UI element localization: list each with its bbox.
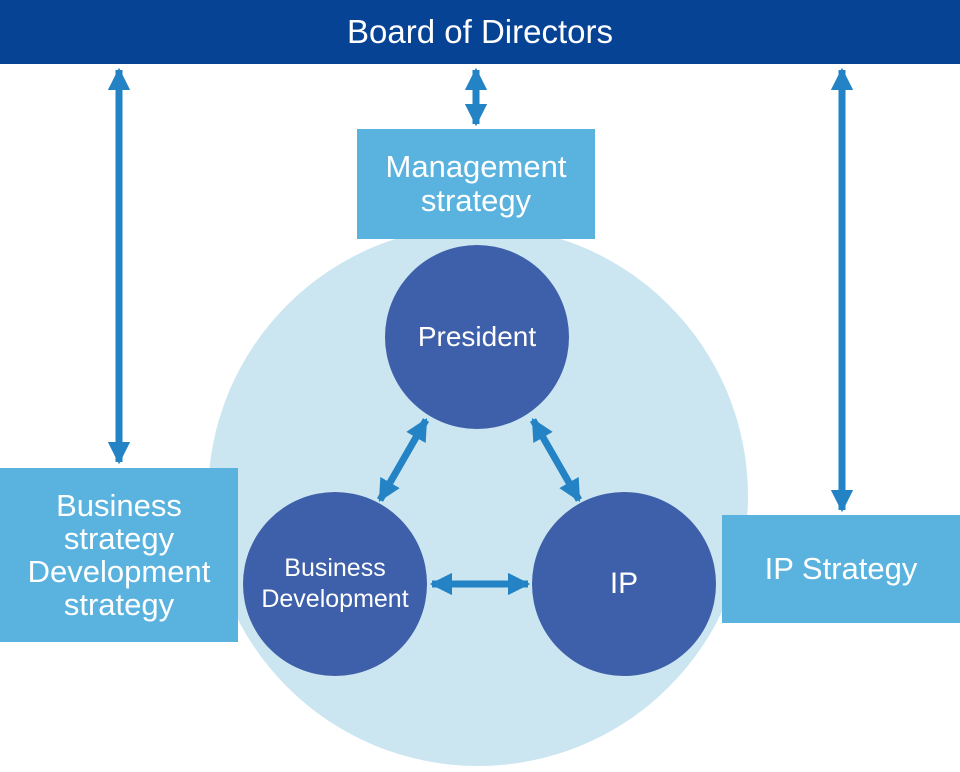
ip-circle: IP <box>532 492 716 676</box>
arrow-president-business-development <box>376 418 430 502</box>
business-development-circle: Business Development <box>243 492 427 676</box>
left-box-line1: Business <box>56 488 182 523</box>
board-label: Board of Directors <box>347 13 613 50</box>
arrow-president-ip <box>529 418 583 502</box>
business-development-strategy-box: Business strategy Development strategy <box>0 468 238 642</box>
business-development-line1: Business <box>284 554 386 582</box>
ip-label: IP <box>609 567 639 600</box>
management-line2: strategy <box>420 183 532 218</box>
business-development-line2: Development <box>261 585 409 613</box>
left-box-line3: Development <box>27 554 211 589</box>
president-circle: President <box>385 245 569 429</box>
management-strategy-box: Management strategy <box>357 129 595 239</box>
ip-strategy-label: IP Strategy <box>764 551 918 586</box>
left-box-line2: strategy <box>63 521 175 556</box>
board-of-directors-bar: Board of Directors <box>0 0 960 64</box>
management-line1: Management <box>385 149 567 184</box>
president-label: President <box>417 321 537 352</box>
left-box-line4: strategy <box>63 587 175 622</box>
ip-strategy-box: IP Strategy <box>722 515 960 623</box>
